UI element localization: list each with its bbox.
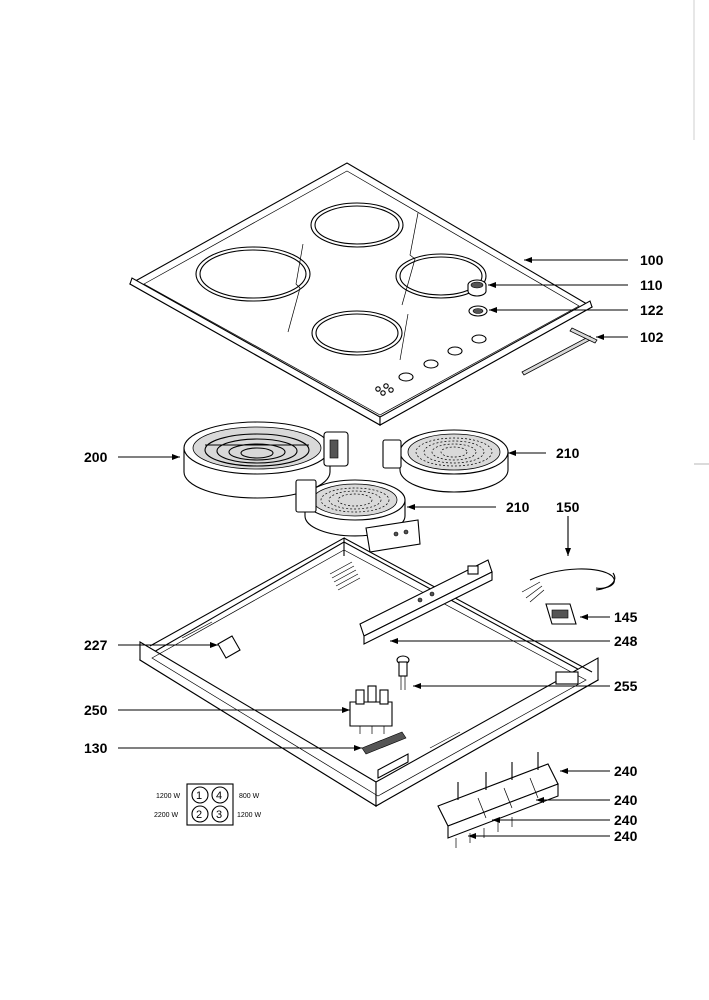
legend-zone-4: 4 xyxy=(216,790,222,802)
control-knob xyxy=(467,279,487,297)
cooking-zone-front xyxy=(311,310,403,356)
cooking-zone-left xyxy=(195,246,311,302)
callout-110: 110 xyxy=(640,277,663,293)
legend-watt-top-left: 1200 W xyxy=(156,793,181,800)
callout-250: 250 xyxy=(84,702,108,718)
glass-ceramic-hob-top xyxy=(128,162,594,426)
radiant-element-front xyxy=(295,479,421,553)
indicator-lamp xyxy=(396,655,410,690)
terminal-block xyxy=(349,685,393,734)
leader-arrowheads xyxy=(172,257,604,839)
energy-regulators xyxy=(437,752,559,848)
bottom-tray xyxy=(138,537,600,807)
callout-122: 122 xyxy=(640,302,664,318)
legend-watt-bottom-right: 1200 W xyxy=(237,812,262,819)
callout-labels: 100 110 122 102 200 210 210 150 145 227 … xyxy=(84,252,664,844)
knob-seal-ring xyxy=(468,305,488,317)
trim-strip xyxy=(521,327,598,376)
callout-145: 145 xyxy=(614,609,638,625)
callout-210-right: 210 xyxy=(556,445,580,461)
callout-248: 248 xyxy=(614,633,638,649)
cable-clamp xyxy=(545,603,577,625)
callout-102: 102 xyxy=(640,329,664,345)
heating-element-large xyxy=(183,421,349,499)
callout-240-1: 240 xyxy=(614,763,638,779)
legend-zone-3: 3 xyxy=(216,809,222,821)
callout-200: 200 xyxy=(84,449,108,465)
legend-watt-top-right: 800 W xyxy=(239,793,260,800)
cooking-zone-right xyxy=(395,253,487,299)
callout-240-4: 240 xyxy=(614,828,638,844)
callout-210-front: 210 xyxy=(506,499,530,515)
terminal-strip xyxy=(361,731,407,755)
callout-130: 130 xyxy=(84,740,108,756)
legend-zone-1: 1 xyxy=(196,790,202,802)
callout-255: 255 xyxy=(614,678,638,694)
callout-150: 150 xyxy=(556,499,580,515)
callout-100: 100 xyxy=(640,252,664,268)
callout-240-2: 240 xyxy=(614,792,638,808)
legend-zone-2: 2 xyxy=(196,809,202,821)
callout-240-3: 240 xyxy=(614,812,638,828)
mounting-bracket xyxy=(359,559,493,645)
radiant-element-right xyxy=(382,429,509,493)
scan-edge-marks xyxy=(693,0,709,465)
cooking-zone-rear-middle xyxy=(310,202,404,248)
fixing-clip xyxy=(217,635,241,659)
legend-watt-bottom-left: 2200 W xyxy=(154,812,179,819)
power-cable xyxy=(521,568,616,603)
zone-power-legend: 1 4 2 3 1200 W 2200 W 800 W 1200 W xyxy=(154,783,262,826)
callout-227: 227 xyxy=(84,637,108,653)
leader-lines xyxy=(118,259,628,837)
